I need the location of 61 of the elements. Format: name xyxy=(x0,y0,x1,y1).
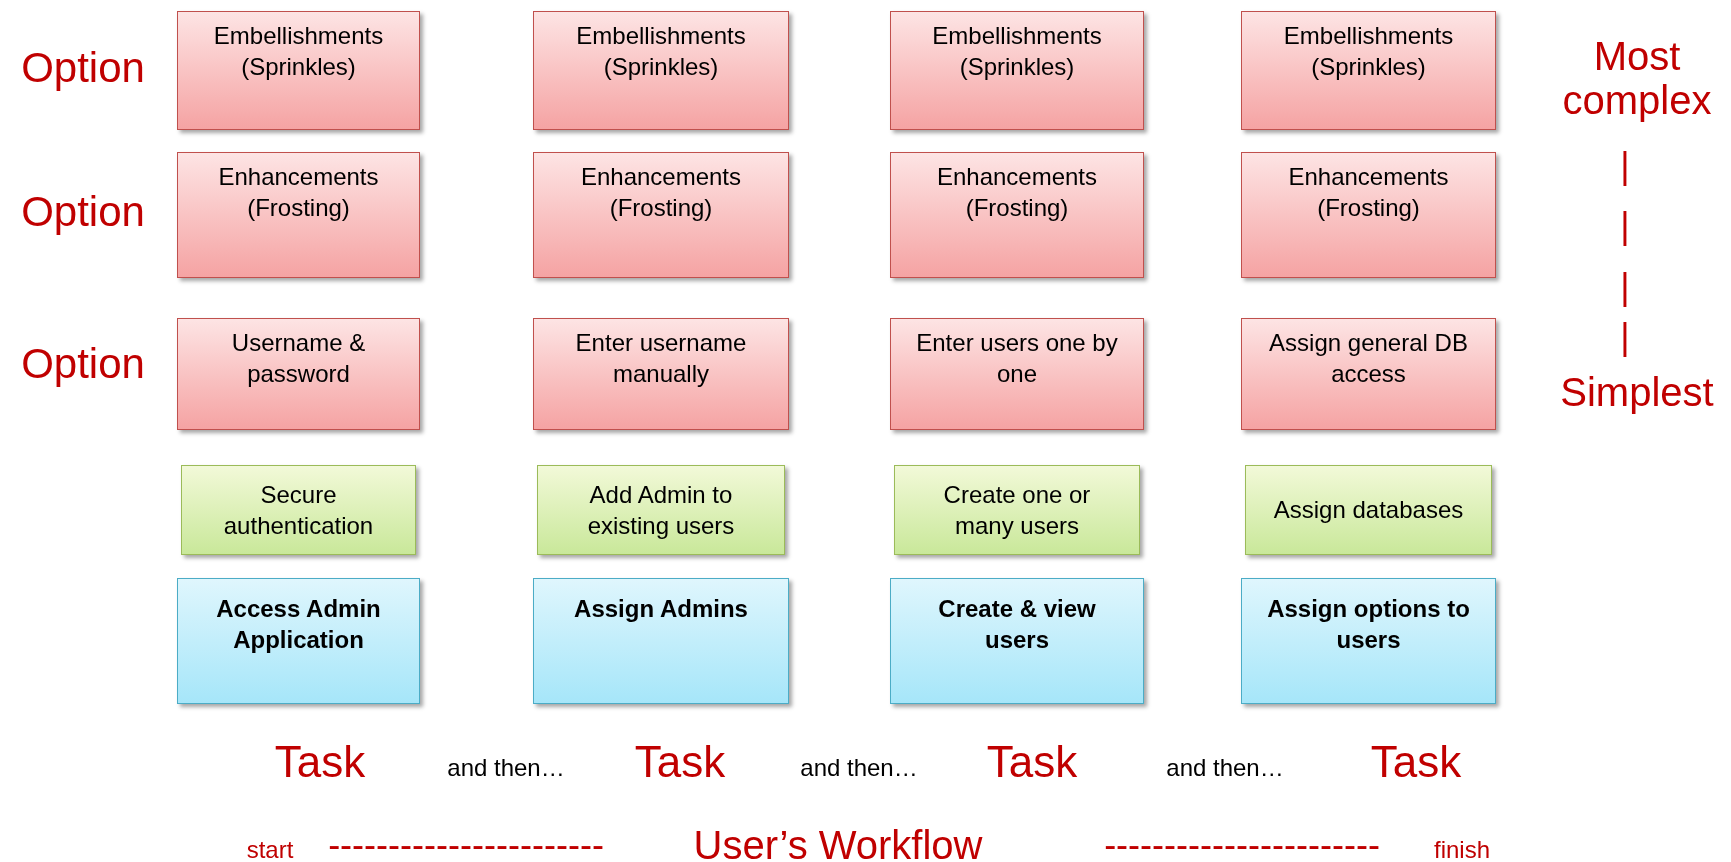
option-box xyxy=(177,11,420,130)
option-box xyxy=(533,318,789,430)
box-label: Enhancements (Frosting) xyxy=(935,162,1099,224)
task-box xyxy=(533,578,789,704)
option-box xyxy=(890,152,1144,278)
step-connector-text: and then… xyxy=(1166,754,1284,782)
feature-box xyxy=(537,465,785,555)
option-box xyxy=(1241,11,1496,130)
axis-title: User’s Workflow xyxy=(693,823,983,862)
box-label: Embellishments (Sprinkles) xyxy=(575,21,747,83)
option-box xyxy=(1241,152,1496,278)
box-label: Create one or many users xyxy=(942,479,1092,541)
option-box xyxy=(533,11,789,130)
box-label: Create & view users xyxy=(937,594,1097,656)
option-box xyxy=(1241,318,1496,430)
box-label: Embellishments (Sprinkles) xyxy=(931,21,1103,83)
task-box xyxy=(890,578,1144,704)
box-label: Assign Admins xyxy=(573,594,749,624)
option-box xyxy=(533,152,789,278)
task-box xyxy=(1241,578,1496,704)
column-label: Task xyxy=(634,737,726,787)
scale-label: Simplest xyxy=(1560,370,1714,414)
box-label: Enter users one by one xyxy=(915,328,1119,390)
box-label: Assign options to users xyxy=(1266,594,1471,656)
step-connector-text: and then… xyxy=(800,754,918,782)
feature-box xyxy=(181,465,416,555)
option-box xyxy=(890,11,1144,130)
step-connector-text: and then… xyxy=(447,754,565,782)
box-label: Username & password xyxy=(230,328,367,390)
option-box xyxy=(177,318,420,430)
scale-label: Most complex xyxy=(1561,34,1713,122)
axis-dashes: ----------------------- xyxy=(328,825,604,862)
box-label: Enhancements (Frosting) xyxy=(1287,162,1450,224)
scale-divider: | xyxy=(1620,317,1630,357)
box-label: Access Admin Application xyxy=(215,594,382,656)
option-box xyxy=(177,152,420,278)
box-label: Secure authentication xyxy=(222,479,375,541)
axis-label: start xyxy=(246,836,294,862)
scale-divider: | xyxy=(1620,206,1630,246)
feature-box xyxy=(894,465,1140,555)
task-box xyxy=(177,578,420,704)
axis-label: finish xyxy=(1434,836,1490,862)
box-label: Enter username manually xyxy=(574,328,748,390)
box-label: Assign databases xyxy=(1272,495,1465,526)
column-label: Task xyxy=(1370,737,1462,787)
column-label: Task xyxy=(274,737,366,787)
feature-box xyxy=(1245,465,1492,555)
column-label: Task xyxy=(986,737,1078,787)
box-label: Enhancements (Frosting) xyxy=(579,162,743,224)
axis-dashes: ----------------------- xyxy=(1104,825,1380,862)
box-label: Add Admin to existing users xyxy=(586,479,736,541)
option-box xyxy=(890,318,1144,430)
box-label: Embellishments (Sprinkles) xyxy=(1282,21,1455,83)
row-label: Option xyxy=(21,340,145,388)
scale-divider: | xyxy=(1620,146,1630,186)
scale-divider: | xyxy=(1620,267,1630,307)
box-label: Enhancements (Frosting) xyxy=(217,162,380,224)
row-label: Option xyxy=(21,44,145,92)
row-label: Option xyxy=(21,188,145,236)
box-label: Embellishments (Sprinkles) xyxy=(212,21,385,83)
box-label: Assign general DB access xyxy=(1268,328,1469,390)
